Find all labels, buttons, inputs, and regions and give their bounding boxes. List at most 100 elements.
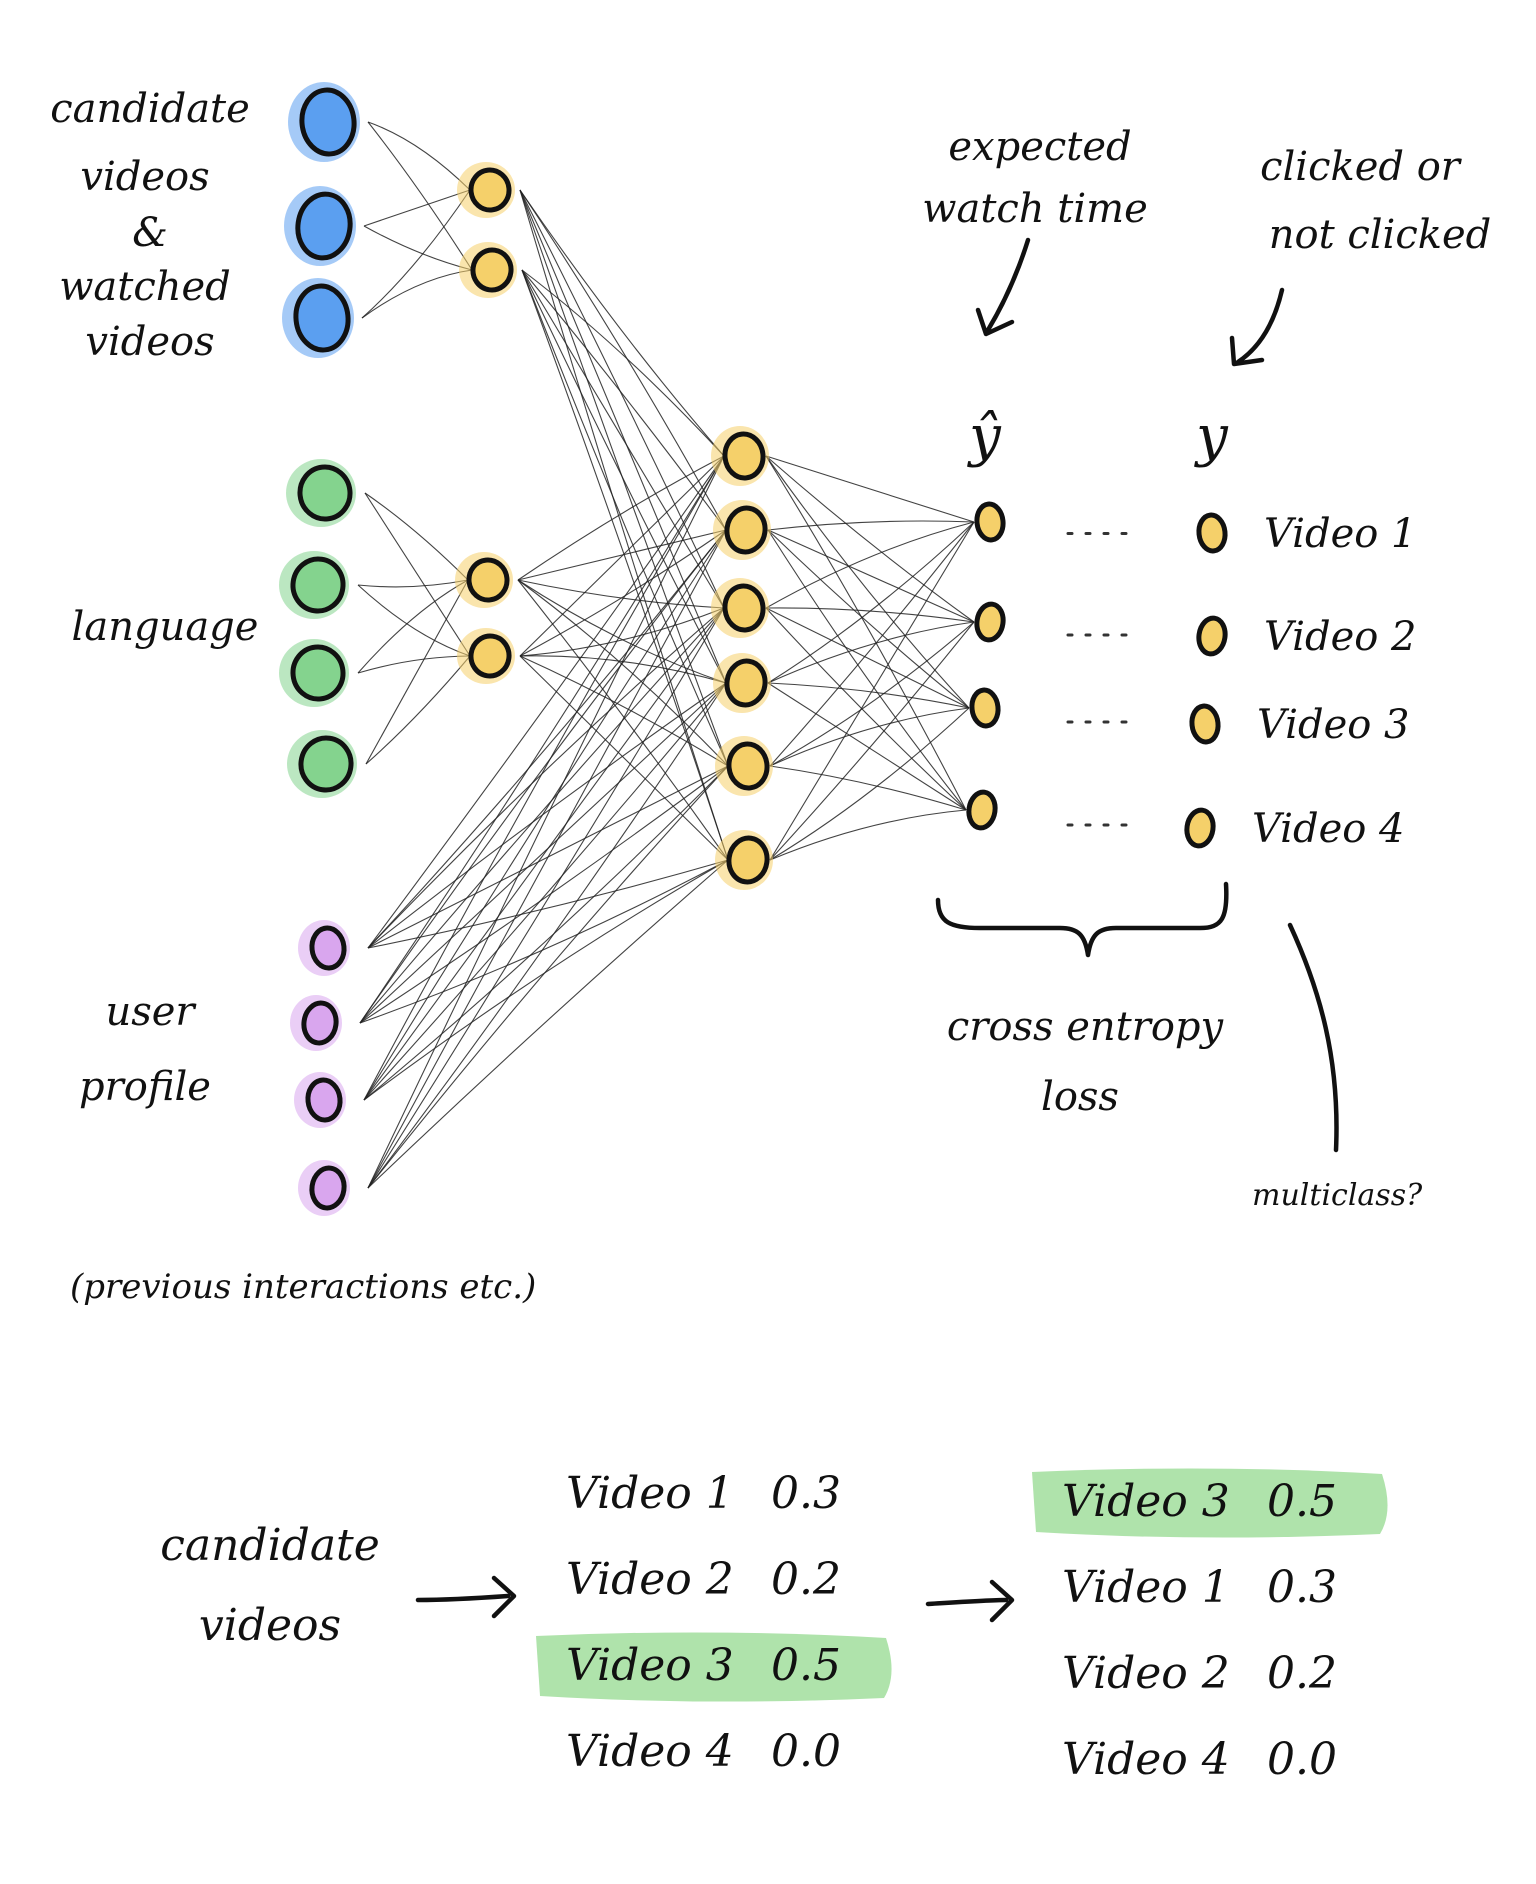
ranked-video-score: 0.0 xyxy=(771,1726,841,1777)
hidden-edge xyxy=(519,189,725,609)
language-input-node xyxy=(279,639,349,707)
video-input-node xyxy=(284,186,356,266)
input-edge xyxy=(361,269,473,319)
hidden-edge xyxy=(517,529,727,581)
hidden-edge xyxy=(519,189,727,684)
clicked-label-line-1: clicked or xyxy=(1260,144,1463,190)
output-edge xyxy=(767,529,975,623)
ranked-video-score: 0.3 xyxy=(1267,1562,1337,1613)
output-dotted-links xyxy=(1066,532,1132,827)
hidden-edge xyxy=(519,189,725,457)
loss-label-line-1: cross entropy xyxy=(947,1004,1225,1050)
output-video-label: Video 4 xyxy=(1252,806,1405,852)
video-label-line-5: videos xyxy=(85,319,214,365)
hidden-edge xyxy=(517,579,729,861)
profile-edge xyxy=(367,859,729,949)
clicked-label: clicked or not clicked xyxy=(1260,144,1491,258)
hidden-node-layer-1 xyxy=(455,552,513,608)
profile-edge xyxy=(363,455,725,1101)
profile-label-line-1: user xyxy=(105,989,197,1035)
profile-input-node xyxy=(290,995,342,1051)
input-edge xyxy=(365,655,471,765)
output-video-label: Video 2 xyxy=(1264,614,1417,660)
video-label-line-1: candidate xyxy=(50,86,250,132)
network-nodes xyxy=(279,82,1228,1216)
expected-arrow xyxy=(985,237,1031,333)
ranking-arrow-1 xyxy=(415,1593,511,1603)
expected-arrow-head xyxy=(975,307,1015,337)
ranked-video-score: 0.5 xyxy=(771,1640,841,1691)
expected-label-line-2: watch time xyxy=(922,186,1148,232)
language-input-node xyxy=(279,551,349,619)
input-edge xyxy=(357,655,471,674)
hidden-edge xyxy=(519,607,725,657)
output-edge xyxy=(767,521,975,684)
output-edge xyxy=(769,621,975,861)
profile-edge xyxy=(367,529,727,949)
highlight-marker xyxy=(1032,1468,1388,1538)
language-input-node xyxy=(286,459,356,527)
network-edges xyxy=(357,121,975,1189)
output-edge xyxy=(769,809,967,861)
target-node xyxy=(1184,807,1216,849)
profile-edge xyxy=(359,859,729,1024)
output-edge xyxy=(767,682,967,811)
input-edge xyxy=(367,121,473,271)
target-node xyxy=(1189,703,1221,745)
hidden-node-layer-2 xyxy=(711,578,769,638)
hidden-edge xyxy=(519,655,729,861)
output-edge xyxy=(765,455,975,623)
output-node xyxy=(974,601,1006,643)
ranked-video-name: Video 4 xyxy=(566,1726,734,1777)
input-edge xyxy=(357,579,469,674)
hidden-node-layer-1 xyxy=(457,162,515,218)
hidden-node-layer-1 xyxy=(459,242,517,298)
hidden-node-layer-2 xyxy=(713,653,771,713)
output-video-label: Video 3 xyxy=(1257,702,1410,748)
output-edge xyxy=(769,521,975,861)
output-edge xyxy=(769,521,975,767)
hidden-edge xyxy=(521,269,729,861)
input-edge xyxy=(363,189,471,227)
input-edge xyxy=(364,492,469,581)
clicked-arrow-head xyxy=(1229,335,1265,367)
input-edge xyxy=(357,579,469,588)
profile-input-node xyxy=(294,1072,346,1128)
ranked-video-name: Video 3 xyxy=(1062,1476,1230,1527)
profile-edge xyxy=(359,455,725,1024)
ranked-video-score: 0.2 xyxy=(1267,1648,1337,1699)
profile-note: (previous interactions etc.) xyxy=(70,1267,536,1307)
profile-edge xyxy=(367,859,729,1189)
target-node xyxy=(1196,615,1228,657)
profile-edge xyxy=(367,455,725,949)
hidden-node-layer-2 xyxy=(713,500,771,560)
output-node xyxy=(974,501,1006,543)
output-edge xyxy=(765,607,970,709)
output-edge xyxy=(765,521,975,609)
video-label-line-4: watched xyxy=(59,264,231,310)
output-edge xyxy=(769,765,967,811)
hidden-edge xyxy=(521,269,729,767)
profile-edge xyxy=(367,765,729,1189)
video-input-node xyxy=(282,278,354,358)
profile-input-node xyxy=(298,920,350,976)
highlight-marker xyxy=(536,1632,892,1702)
hidden-edge xyxy=(519,455,725,657)
hidden-node-layer-2 xyxy=(715,830,773,890)
output-edge xyxy=(769,707,970,861)
profile-edge xyxy=(367,455,725,1189)
multiclass-curve xyxy=(1287,922,1339,1153)
profile-edge xyxy=(359,682,727,1024)
candidate-label-line-1: candidate xyxy=(160,1520,380,1571)
hidden-node-layer-2 xyxy=(711,426,769,486)
clicked-label-line-2: not clicked xyxy=(1269,212,1492,258)
hidden-edge xyxy=(521,269,727,531)
profile-input-node xyxy=(298,1160,350,1216)
output-node xyxy=(966,789,998,831)
loss-label-line-2: loss xyxy=(1041,1074,1119,1120)
output-edge xyxy=(765,455,975,523)
